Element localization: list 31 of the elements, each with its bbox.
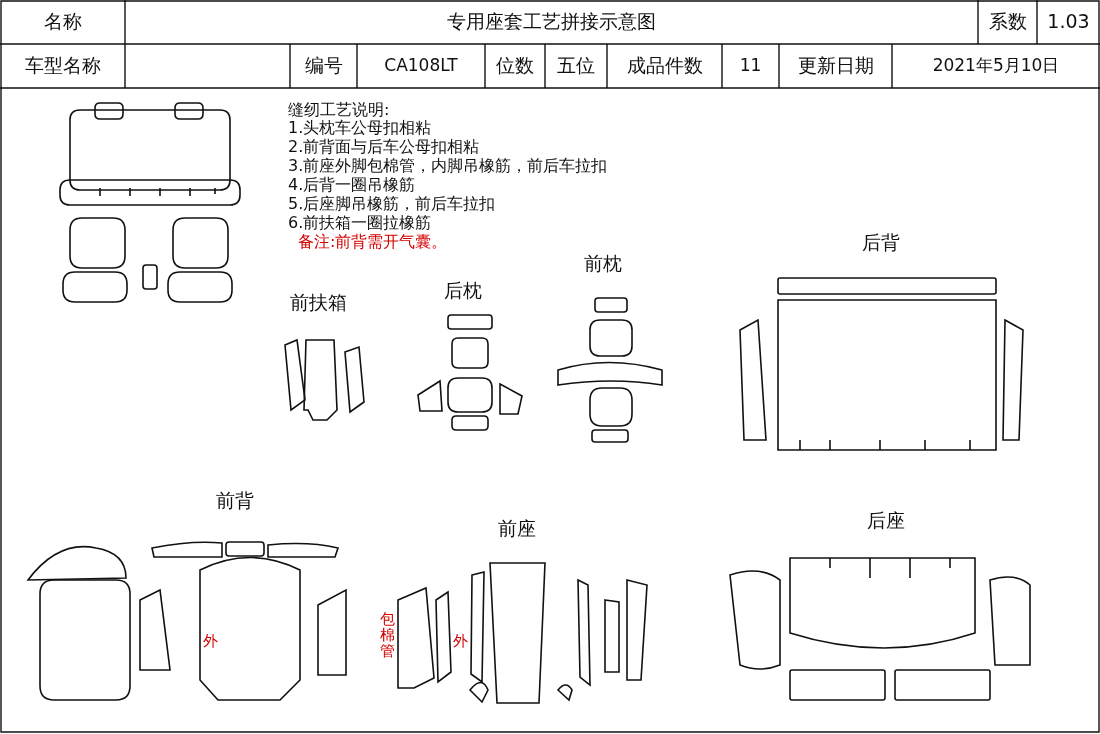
- note-text: 2.前背面与后车公母扣相粘: [288, 138, 480, 156]
- note-text: 1.头枕车公母扣相粘: [288, 119, 432, 137]
- section-label: 后枕: [444, 280, 482, 301]
- cell-text: 系数: [987, 11, 1028, 32]
- cell-text: 更新日期: [796, 55, 875, 76]
- piece-mark: 外: [453, 633, 468, 650]
- note-text: 6.前扶箱一圈拉橡筋: [288, 214, 432, 232]
- cell-text: CA108LT: [383, 56, 459, 75]
- note-text: 缝纫工艺说明:: [288, 101, 390, 119]
- cell-text: 五位: [556, 55, 596, 76]
- cell-text: 名称: [42, 11, 83, 32]
- note-text: 5.后座脚吊橡筋，前后车拉扣: [288, 195, 496, 213]
- cell-text: 11: [738, 56, 763, 75]
- table-title: 专用座套工艺拼接示意图: [446, 11, 657, 32]
- remark-text: 备注:前背需开气囊。: [298, 233, 448, 251]
- section-label: 前座: [498, 518, 536, 539]
- section-label: 前背: [216, 490, 254, 511]
- section-label: 前枕: [584, 253, 622, 274]
- cell-text: 2021年5月10日: [931, 56, 1061, 75]
- piece-mark: 外: [203, 633, 218, 650]
- cell-text: 成品件数: [625, 55, 704, 76]
- note-text: 3.前座外脚包棉管，内脚吊橡筋，前后车拉扣: [288, 157, 608, 175]
- cell-text: 1.03: [1046, 11, 1091, 32]
- cell-text: 车型名称: [23, 55, 102, 76]
- cell-text: 编号: [303, 55, 344, 76]
- note-text: 4.后背一圈吊橡筋: [288, 176, 416, 194]
- piece-mark: 包棉管: [380, 612, 396, 660]
- section-label: 前扶箱: [290, 292, 347, 313]
- cell-text: 位数: [495, 55, 535, 76]
- section-label: 后座: [867, 510, 905, 531]
- section-label: 后背: [862, 232, 900, 253]
